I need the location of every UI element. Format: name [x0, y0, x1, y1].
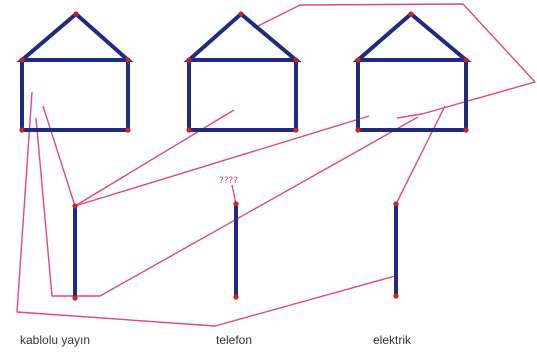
house-1-vertex: [73, 11, 79, 17]
pole-kablolu-yayin: [72, 203, 78, 301]
label-telefon: telefon: [216, 333, 253, 347]
house-3: [352, 11, 472, 133]
wire-house1-via-cable-bottom-to-house3: [35, 116, 419, 297]
house-2-vertex: [293, 127, 299, 133]
house-2-vertex: [293, 57, 299, 63]
pole-telefon-bottom: [233, 294, 239, 300]
wire-cable-pole-to-house3: [74, 115, 370, 207]
house-3-body: [356, 58, 468, 132]
label-elektrik: elektrik: [373, 333, 412, 347]
pole-elektrik: [393, 201, 399, 299]
house-3-vertex: [408, 11, 414, 17]
wire-electric-pole-to-house3: [395, 105, 446, 205]
pole-elektrik-top: [393, 201, 399, 207]
pole-elektrik-bottom: [393, 293, 399, 299]
telephone-question-mark: ????: [219, 176, 238, 186]
wire-house3-to-house2-around-top: [253, 3, 536, 119]
house-2-roof: [183, 11, 302, 62]
house-1-vertex: [19, 57, 25, 63]
house-1-body: [20, 58, 130, 132]
house-1-vertex: [125, 127, 131, 133]
house-3-vertex: [355, 127, 361, 133]
house-3-vertex: [355, 57, 361, 63]
wire-cable-pole-to-house2: [74, 109, 235, 207]
house-3-vertex: [463, 57, 469, 63]
wire-telephone-question: [231, 184, 237, 205]
house-2-vertex: [238, 11, 244, 17]
pole-telefon: [233, 201, 239, 300]
label-kablolu-yayin: kablolu yayın: [20, 333, 91, 347]
house-2-vertex: [186, 127, 192, 133]
wire-house1-to-cable-pole: [42, 105, 76, 207]
house-2-vertex: [186, 57, 192, 63]
pole-kablolu-yayin-top: [72, 203, 78, 209]
house-2: [183, 11, 302, 133]
house-3-roof: [352, 11, 472, 62]
house-1-roof: [16, 11, 134, 62]
pole-telefon-top: [233, 201, 239, 207]
house-3-vertex: [463, 127, 469, 133]
house-1: [16, 11, 134, 133]
house-2-body: [187, 58, 298, 132]
pole-kablolu-yayin-bottom: [72, 295, 78, 301]
house-1-vertex: [19, 127, 25, 133]
house-1-vertex: [125, 57, 131, 63]
